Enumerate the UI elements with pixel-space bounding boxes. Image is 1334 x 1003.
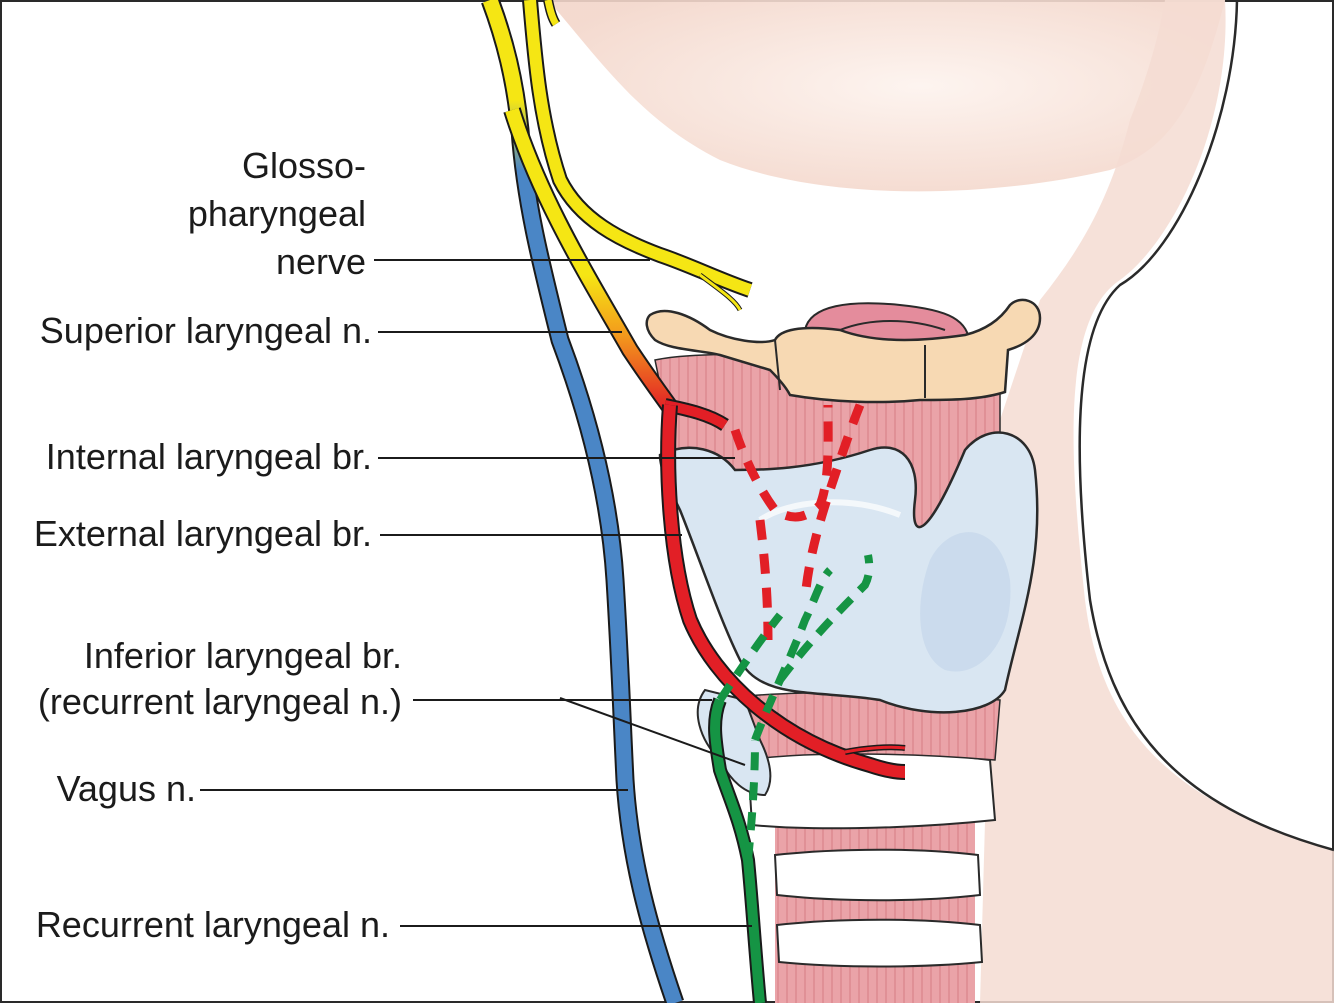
tracheal-ring-2 [775, 850, 980, 901]
label-inferior-laryngeal-line2: (recurrent laryngeal n.) [38, 681, 402, 722]
tracheal-ring-3 [777, 920, 982, 967]
label-vagus: Vagus n. [57, 768, 196, 809]
label-inferior-laryngeal-line1: Inferior laryngeal br. [84, 635, 402, 676]
label-glossopharyngeal-line1: Glosso- [242, 145, 366, 186]
label-external-laryngeal: External laryngeal br. [34, 513, 372, 554]
label-glossopharyngeal-line2: pharyngeal [188, 193, 366, 234]
label-recurrent-laryngeal: Recurrent laryngeal n. [36, 904, 390, 945]
label-superior-laryngeal: Superior laryngeal n. [40, 310, 372, 351]
label-glossopharyngeal-line3: nerve [276, 241, 366, 282]
label-internal-laryngeal: Internal laryngeal br. [46, 436, 372, 477]
